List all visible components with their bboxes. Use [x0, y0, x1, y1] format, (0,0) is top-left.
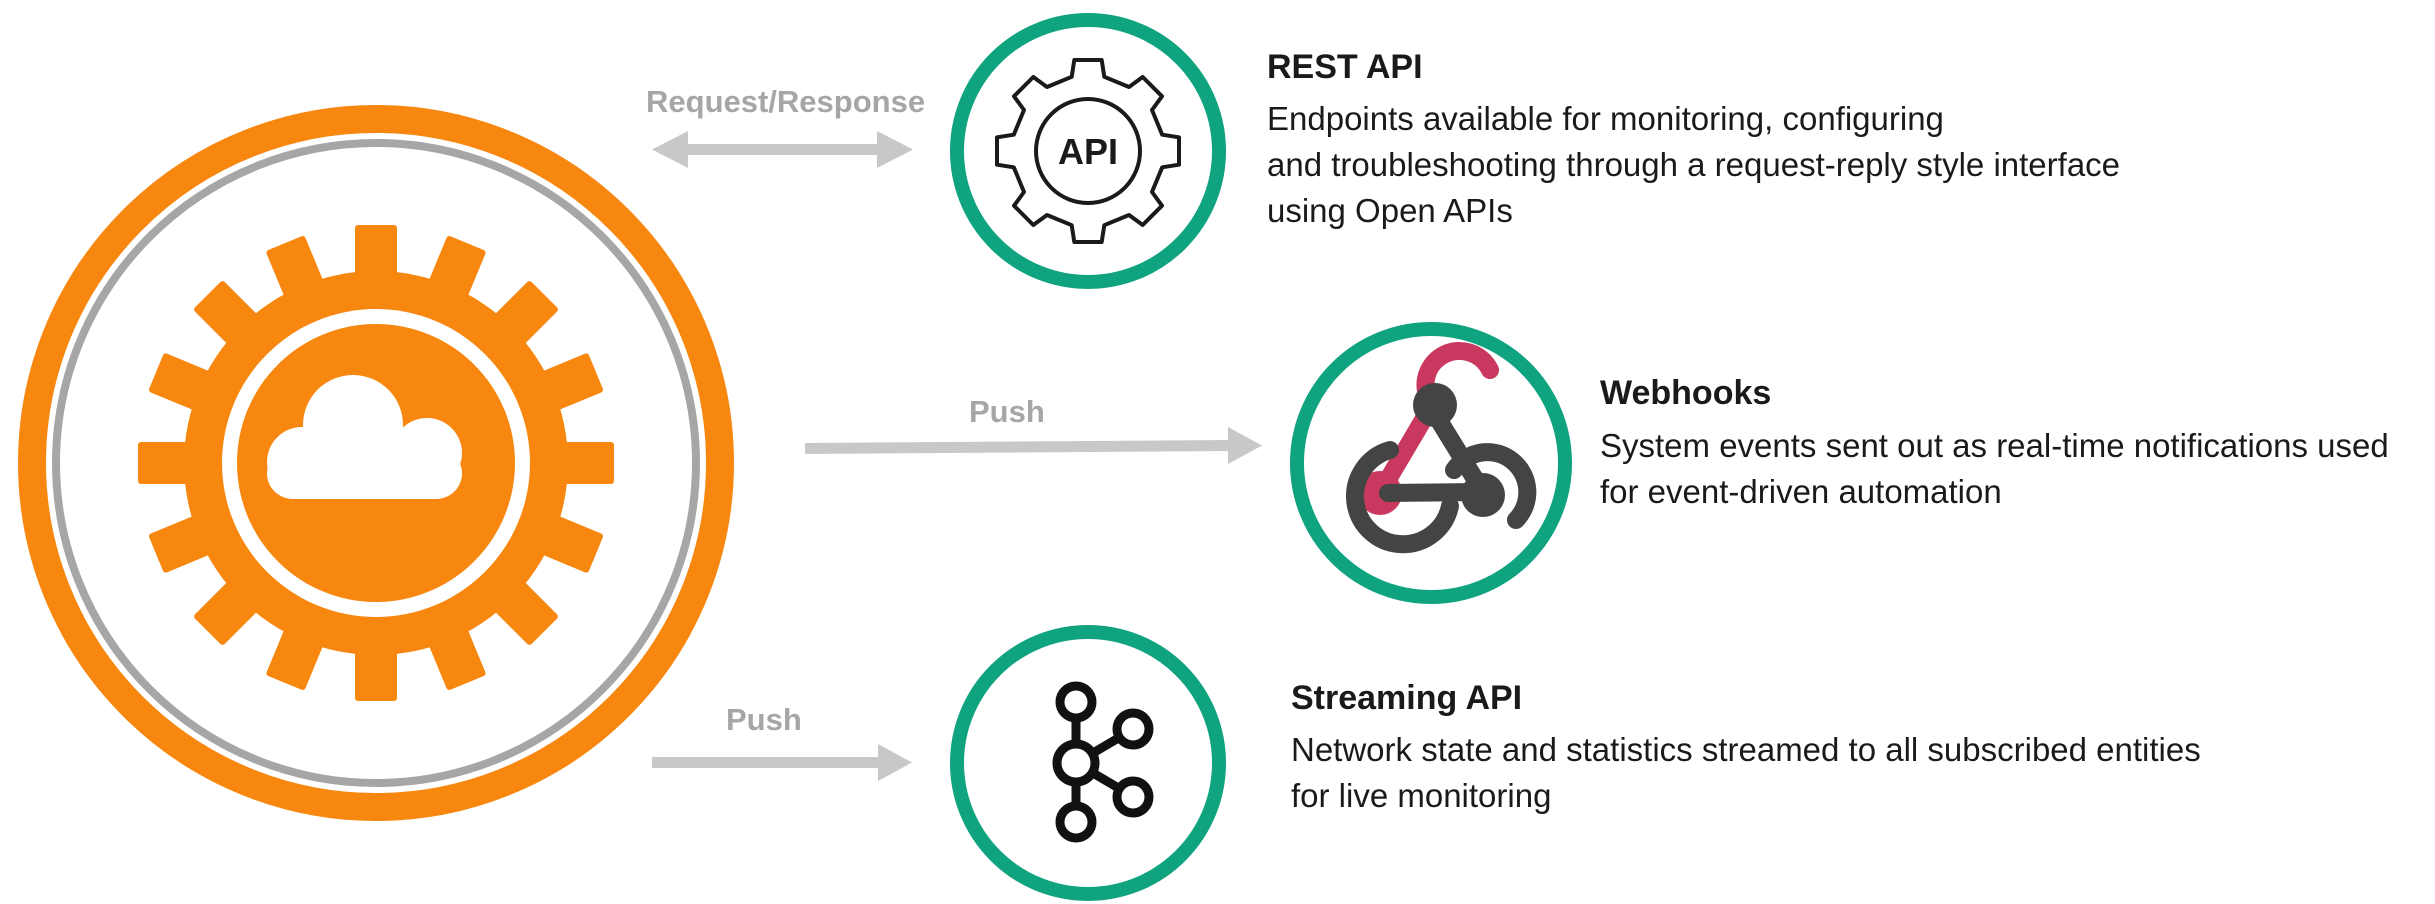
- rest-api-node: API: [950, 13, 1226, 289]
- rest-api-line-2: and troubleshooting through a request-re…: [1267, 146, 2121, 183]
- arrow-label-request-response: Request/Response: [646, 84, 926, 119]
- rest-api-line-3: using Open APIs: [1267, 192, 1513, 229]
- webhooks-line-1: System events sent out as real-time noti…: [1600, 427, 2389, 464]
- streaming-api-line-2: for live monitoring: [1291, 777, 1552, 814]
- webhooks-line-2: for event-driven automation: [1600, 473, 2002, 510]
- streaming-node: [950, 625, 1226, 901]
- hub-outer-ring: [18, 105, 734, 821]
- webhooks-node: [1290, 322, 1572, 604]
- arrow-label-push-webhooks: Push: [969, 394, 1045, 429]
- cloud-gear-icon: [138, 225, 614, 701]
- streaming-api-description: Network state and statistics streamed to…: [1291, 727, 2201, 819]
- webhook-icon: [1346, 341, 1537, 554]
- api-gear-icon: API: [995, 58, 1181, 244]
- rest-api-description: Endpoints available for monitoring, conf…: [1267, 96, 2120, 234]
- webhooks-description: System events sent out as real-time noti…: [1600, 423, 2389, 515]
- kafka-icon: [1052, 681, 1154, 843]
- streaming-api-title: Streaming API: [1291, 679, 1523, 717]
- rest-api-line-1: Endpoints available for monitoring, conf…: [1267, 100, 1944, 137]
- arrow-push-webhooks: [805, 427, 1262, 464]
- arrow-label-push-streaming: Push: [726, 702, 802, 737]
- api-icon-text: API: [1058, 131, 1118, 172]
- rest-api-title: REST API: [1267, 48, 1423, 86]
- arrow-push-streaming: [652, 744, 912, 781]
- streaming-ring: [950, 625, 1226, 901]
- hub: [18, 105, 734, 821]
- webhooks-ring: [1290, 322, 1572, 604]
- arrow-request-response: [652, 131, 913, 168]
- webhooks-title: Webhooks: [1600, 374, 1772, 412]
- streaming-api-line-1: Network state and statistics streamed to…: [1291, 731, 2201, 768]
- hub-inner-ring: [52, 139, 700, 787]
- rest-api-ring: [950, 13, 1226, 289]
